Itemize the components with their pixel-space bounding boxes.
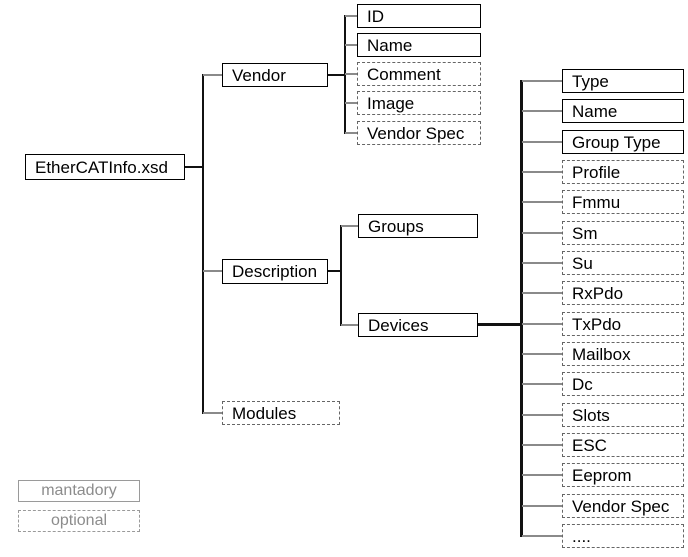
node-devices: Devices — [358, 313, 478, 337]
line-branch-comment — [345, 73, 357, 75]
node-slots: Slots — [562, 403, 684, 427]
node-esc: ESC — [562, 433, 684, 457]
line-branch-name — [345, 44, 357, 46]
line-devices-trunk — [520, 80, 523, 537]
node-modules: Modules — [222, 401, 340, 425]
node-name: Name — [357, 33, 481, 57]
line-branch-type — [522, 80, 562, 82]
node-vendor-spec: Vendor Spec — [357, 121, 481, 145]
line-branch-esc — [522, 444, 562, 446]
line-branch-mailbox — [522, 353, 562, 355]
line-branch-dc — [522, 383, 562, 385]
line-branch-sm — [522, 232, 562, 234]
line-branch-ellipsis — [522, 535, 562, 537]
node-su: Su — [562, 251, 684, 275]
line-branch-fmmu — [522, 201, 562, 203]
node-image: Image — [357, 91, 481, 115]
node-mailbox: Mailbox — [562, 342, 684, 366]
node-ethercatinfo-xsd: EtherCATInfo.xsd — [25, 154, 185, 180]
line-root-connector — [185, 166, 203, 168]
node-description: Description — [222, 259, 328, 284]
line-description-connector — [327, 270, 341, 272]
line-branch-modules — [203, 412, 222, 414]
line-branch-slots — [522, 414, 562, 416]
node-group-type: Group Type — [562, 130, 684, 154]
line-branch-su — [522, 262, 562, 264]
line-branch-dev-name — [522, 110, 562, 112]
line-branch-description — [203, 270, 222, 272]
node-dev-name: Name — [562, 99, 684, 123]
legend-mandatory: mantadory — [18, 480, 140, 502]
line-branch-dev-vendor-spec — [522, 505, 562, 507]
node-txpdo: TxPdo — [562, 312, 684, 336]
node-fmmu: Fmmu — [562, 190, 684, 214]
line-branch-profile — [522, 171, 562, 173]
line-branch-txpdo — [522, 323, 562, 325]
node-profile: Profile — [562, 160, 684, 184]
node-type: Type — [562, 69, 684, 93]
line-branch-vendor-spec — [345, 132, 357, 134]
node-dc: Dc — [562, 372, 684, 396]
node-vendor: Vendor — [222, 63, 328, 87]
node-eeprom: Eeprom — [562, 463, 684, 487]
line-vendor-connector — [327, 74, 345, 76]
legend-optional: optional — [18, 510, 140, 532]
node-dev-vendor-spec: Vendor Spec — [562, 494, 684, 518]
line-branch-vendor — [203, 74, 222, 76]
line-branch-group-type — [522, 141, 562, 143]
node-groups: Groups — [358, 214, 478, 238]
node-comment: Comment — [357, 62, 481, 86]
node-sm: Sm — [562, 221, 684, 245]
node-ellipsis: .... — [562, 524, 684, 548]
line-branch-eeprom — [522, 474, 562, 476]
line-devices-connector — [478, 323, 522, 326]
line-branch-id — [345, 15, 357, 17]
line-branch-rxpdo — [522, 292, 562, 294]
line-description-trunk — [340, 225, 342, 326]
node-id: ID — [357, 4, 481, 28]
node-rxpdo: RxPdo — [562, 281, 684, 305]
line-root-trunk — [202, 74, 204, 414]
line-branch-groups — [341, 225, 358, 227]
line-branch-devices — [341, 324, 358, 326]
line-branch-image — [345, 102, 357, 104]
